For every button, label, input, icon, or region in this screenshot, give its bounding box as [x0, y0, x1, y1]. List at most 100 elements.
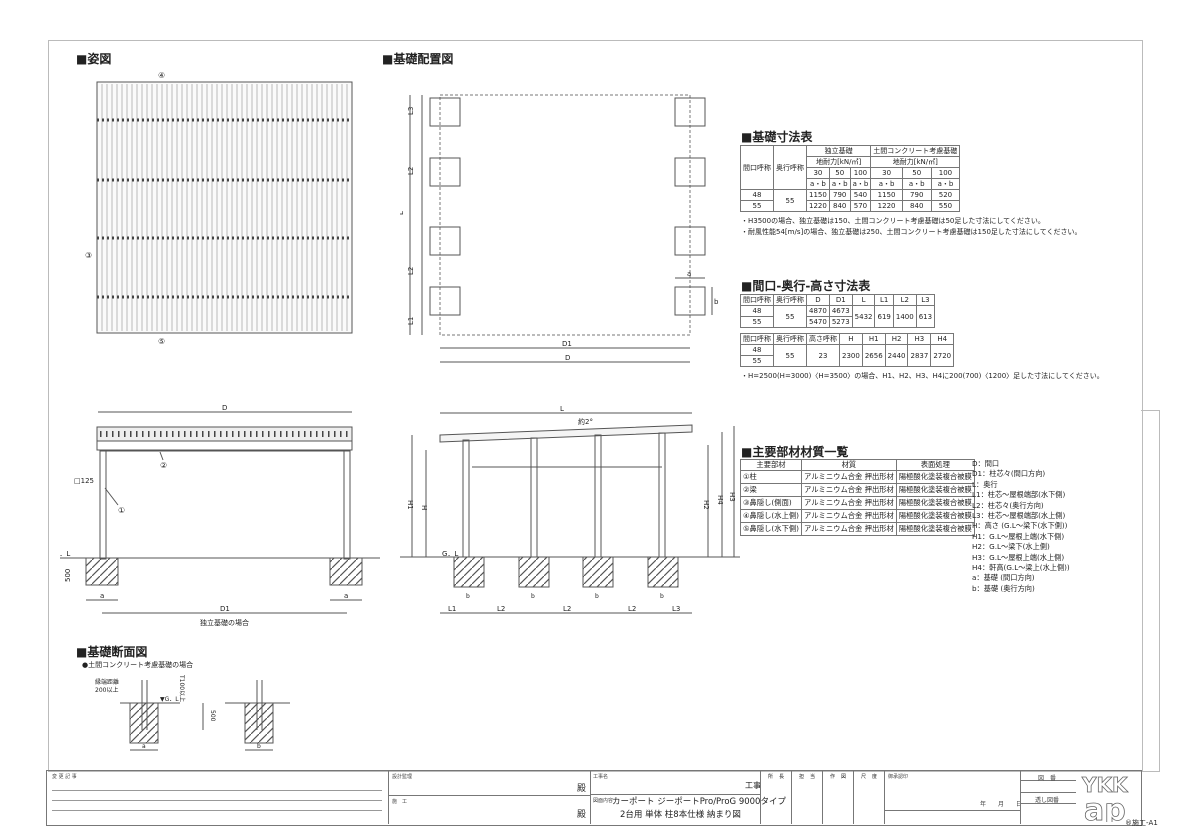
cell: 55 [773, 189, 807, 212]
approval-box: 担当 [792, 770, 823, 824]
roof-rib [136, 431, 138, 437]
approval-box: 所長 [761, 770, 792, 824]
cell: 55 [773, 305, 807, 328]
dim-L2b: L2 [407, 267, 415, 275]
roof-rib [100, 431, 102, 437]
cell: 613 [915, 305, 936, 328]
approval-box: 作図 [823, 770, 854, 824]
approval-label: 所 [767, 774, 773, 780]
cell: 4673 [828, 305, 853, 317]
dim-D1: D1 [220, 605, 230, 613]
title-block [46, 770, 1142, 826]
roof-rib [334, 431, 336, 437]
side-view: L 約2° H1 H H2 H4 H3 G．L b b b b L1 L2 L2… [400, 405, 740, 614]
th-bearing: 地耐力[kN/㎡] [805, 156, 872, 168]
cell: ①柱 [739, 470, 803, 484]
heading-materials: ■主要部材材質一覧 [741, 445, 849, 459]
th: 奥行呼称 [773, 294, 807, 306]
cell: 陽極酸化塗装複合被膜 [895, 522, 975, 536]
cell: 23 [806, 344, 840, 367]
roof-rib [250, 431, 252, 437]
roof-rib [130, 431, 132, 437]
cell: ③鼻隠し(側面) [739, 496, 803, 510]
drawing-title-1: カーポート ジーポートPro/ProG 9000タイプ [612, 797, 786, 807]
th: L3 [915, 294, 936, 306]
roof-rib [328, 431, 330, 437]
cell: 陽極酸化塗装複合被膜 [895, 483, 975, 497]
th: 間口呼称 [740, 333, 774, 345]
dim-L3: L3 [407, 107, 415, 115]
dim-L2: L2 [407, 167, 415, 175]
approval-boxes: 所長担当作図尺度 [760, 770, 885, 824]
dim-L1: L1 [448, 605, 456, 613]
roof-rib [268, 431, 270, 437]
dim-500: 500 [64, 569, 72, 582]
th-ab: a・b [930, 178, 961, 190]
cell: 陽極酸化塗装複合被膜 [895, 509, 975, 523]
cell: ④鼻隠し(水上側) [739, 509, 803, 523]
drawing-title-2: 2台用 単体 柱8本仕様 納まり図 [620, 810, 741, 820]
cell: 2837 [907, 344, 932, 367]
cell: 5470 [806, 316, 830, 328]
roof-plan-view: ④ ③ ⑤ [85, 71, 353, 346]
roof-rib [142, 431, 144, 437]
cell: アルミニウム合金 押出形材 [801, 509, 897, 523]
cell: 1220 [870, 200, 903, 212]
roof-rib [346, 431, 348, 437]
table-row: ④鼻隠し(水上側)アルミニウム合金 押出形材陽極酸化塗装複合被膜 [739, 509, 975, 523]
roof-rib [274, 431, 276, 437]
cell: 5273 [828, 316, 853, 328]
roof-rib [232, 431, 234, 437]
roof-rib [310, 431, 312, 437]
th: H1 [861, 333, 886, 345]
sama-2: 殿 [577, 810, 587, 820]
cell: 4870 [806, 305, 830, 317]
side-margin [1141, 410, 1160, 772]
roof-rib [244, 431, 246, 437]
roof-rib [118, 431, 120, 437]
roof-rib [124, 431, 126, 437]
edge-distance-label: 縁端距離 [95, 678, 119, 686]
roof-rib [262, 431, 264, 437]
roof-rib [226, 431, 228, 437]
roof-rib [238, 431, 240, 437]
legend-item: H3：G.L～屋根上端(水上側) [972, 552, 1065, 562]
foundation-section-drawing: 縁端距離 200以上 T100以上 ▼G．L 500 a b [95, 674, 290, 751]
cell: 5432 [851, 305, 876, 328]
drawing-content-label: 図面内容 [593, 798, 614, 804]
roof-rib [214, 431, 216, 437]
front-view: D ② □125 ① G．L 500 a a D1 独立基礎の場合 [60, 404, 380, 627]
drawing-no-label: 図 番 [1038, 775, 1057, 782]
table-row: ②梁アルミニウム合金 押出形材陽極酸化塗装複合被膜 [739, 483, 975, 497]
th: H [839, 333, 863, 345]
th-ab: a・b [849, 178, 872, 190]
dim-D1: D1 [562, 340, 572, 348]
roof-rib [280, 431, 282, 437]
caption-independent: 独立基礎の場合 [200, 618, 249, 627]
roof-rib [112, 431, 114, 437]
th-bearing-value: 30 [870, 167, 903, 179]
th: L1 [874, 294, 894, 306]
th-bearing: 地耐力[kN/㎡] [870, 156, 961, 168]
ykk-ap-logo: YKK ap [1081, 773, 1130, 822]
th: 奥行呼称 [773, 333, 807, 345]
th-soil: 土間コンクリート考慮基礎 [870, 145, 961, 157]
section-subtitle: ●土間コンクリート考慮基礎の場合 [82, 661, 194, 669]
roof-rib [304, 431, 306, 437]
dim-D: D [565, 354, 570, 362]
th: H2 [884, 333, 909, 345]
legend-item: L3：柱芯～屋根端部(水上側) [972, 511, 1066, 521]
cell: 陽極酸化塗装複合被膜 [895, 470, 975, 484]
th-bearing-value: 50 [901, 167, 932, 179]
slope-label: 約2° [578, 417, 593, 426]
sheet-number: ®施工-A1 [1125, 819, 1158, 827]
roof-rib [154, 431, 156, 437]
th: 高さ呼称 [806, 333, 840, 345]
legend-item: b：基礎 (奥行方向) [972, 583, 1035, 593]
change-log-label: 変 更 記 事 [52, 774, 77, 780]
legend-item: H2：G.L～梁下(水上側) [972, 542, 1050, 552]
dim-L2: L2 [628, 605, 636, 613]
th-ab: a・b [806, 178, 830, 190]
project-suffix: 工事 [745, 781, 761, 790]
